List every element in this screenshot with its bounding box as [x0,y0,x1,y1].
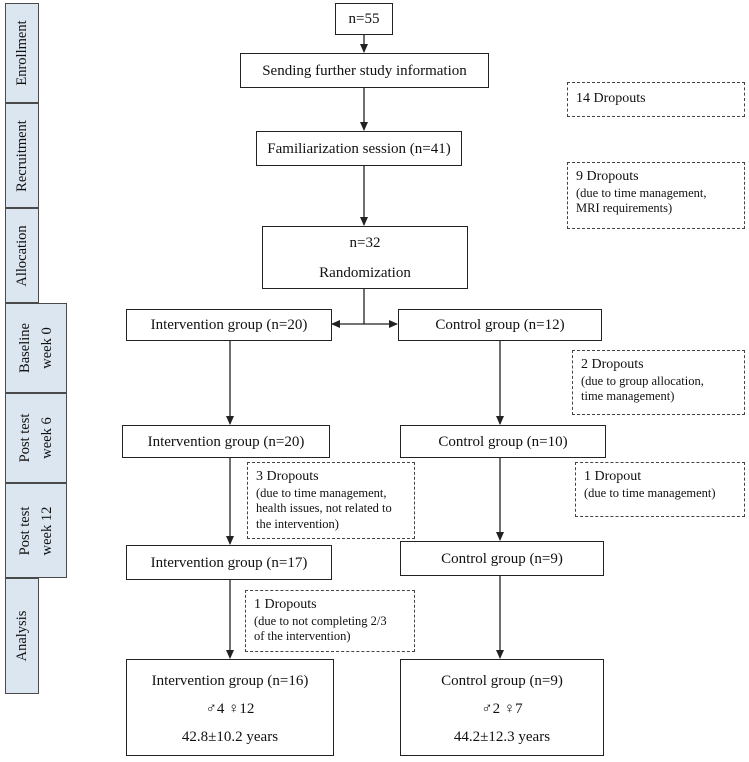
dropout-enrollment-box: 14 Dropouts [567,82,745,117]
stage-enrollment: Enrollment [5,3,39,103]
dropout-intervention-week6-detail-1: (due to time management, [256,485,387,500]
intervention-final-title: Intervention group (n=16) [151,673,309,689]
dropout-control-week6-box: 1 Dropout (due to time management) [575,462,745,517]
stage-baseline: Baseline week 0 [5,303,67,393]
intervention-baseline-box: Intervention group (n=20) [126,309,332,341]
dropout-control-baseline-box: 2 Dropouts (due to group allocation, tim… [572,350,745,415]
stage-analysis: Analysis [5,578,39,694]
dropout-control-baseline-detail-1: (due to group allocation, [581,373,704,388]
dropout-intervention-week12-detail-2: of the intervention) [254,629,351,644]
stage-recruitment: Recruitment [5,103,39,208]
intervention-week6-box: Intervention group (n=20) [122,425,330,458]
sending-info-box: Sending further study information [240,53,489,88]
dropout-recruitment-detail-2: MRI requirements) [576,201,673,216]
dropout-control-baseline-title: 2 Dropouts [581,357,644,372]
control-week6-text: Control group (n=10) [438,433,568,450]
dropout-recruitment-box: 9 Dropouts (due to time management, MRI … [567,162,745,229]
control-baseline-box: Control group (n=12) [398,309,602,341]
randomization-n-text: n=32 [349,234,381,251]
dropout-control-baseline-detail-2: time management) [581,389,675,404]
randomization-box: n=32 Randomization [262,226,468,289]
dropout-intervention-week6-box: 3 Dropouts (due to time management, heal… [247,462,415,539]
familiarization-box: Familiarization session (n=41) [256,131,462,166]
control-final-sex: ♂2 ♀7 [481,701,523,717]
enrollment-total-text: n=55 [348,11,380,27]
dropout-intervention-week6-title: 3 Dropouts [256,469,319,484]
control-final-age: 44.2±12.3 years [453,729,551,745]
intervention-baseline-text: Intervention group (n=20) [150,317,308,333]
dropout-intervention-week12-title: 1 Dropouts [254,597,317,612]
randomization-label-text: Randomization [319,264,411,281]
stage-allocation: Allocation [5,208,39,303]
dropout-recruitment-title: 9 Dropouts [576,169,639,184]
intervention-week6-text: Intervention group (n=20) [147,433,305,450]
intervention-week12-box: Intervention group (n=17) [126,545,332,580]
dropout-control-week6-detail-1: (due to time management) [584,485,716,500]
intervention-final-age: 42.8±10.2 years [181,729,279,745]
dropout-enrollment-title: 14 Dropouts [576,91,646,107]
enrollment-total-box: n=55 [335,3,393,35]
intervention-final-box: Intervention group (n=16) ♂4 ♀12 42.8±10… [126,659,334,756]
dropout-intervention-week6-detail-3: the intervention) [256,517,339,532]
control-final-box: Control group (n=9) ♂2 ♀7 44.2±12.3 year… [400,659,604,756]
stage-post-test-week12: Post test week 12 [5,483,67,578]
sending-info-text: Sending further study information [262,62,467,79]
control-week6-box: Control group (n=10) [400,425,606,458]
dropout-control-week6-title: 1 Dropout [584,469,642,484]
dropout-intervention-week6-detail-2: health issues, not related to [256,501,392,516]
control-week12-text: Control group (n=9) [441,550,563,567]
control-baseline-text: Control group (n=12) [435,317,565,333]
dropout-intervention-week12-detail-1: (due to not completing 2/3 [254,613,387,628]
dropout-intervention-week12-box: 1 Dropouts (due to not completing 2/3 of… [245,590,415,652]
control-week12-box: Control group (n=9) [400,541,604,576]
stage-post-test-week6: Post test week 6 [5,393,67,483]
intervention-week12-text: Intervention group (n=17) [150,554,308,571]
dropout-recruitment-detail-1: (due to time management, [576,185,707,200]
familiarization-text: Familiarization session (n=41) [267,140,451,157]
intervention-final-sex: ♂4 ♀12 [205,701,255,717]
control-final-title: Control group (n=9) [441,673,563,689]
